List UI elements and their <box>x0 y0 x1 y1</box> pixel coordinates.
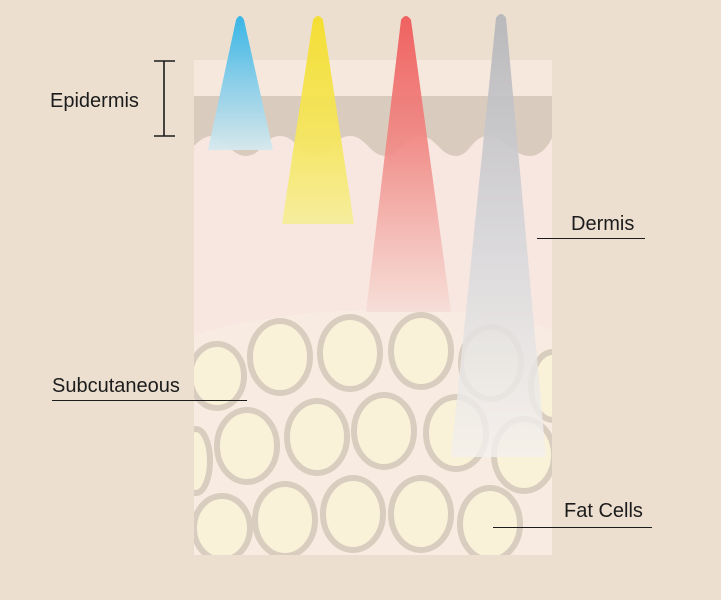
fat-cell <box>317 314 383 392</box>
blue-light-beam <box>208 16 273 150</box>
fat-cells-label: Fat Cells <box>564 500 643 522</box>
fat-cell <box>320 475 386 553</box>
subcutaneous-leader-line <box>52 400 247 401</box>
fat-cell <box>252 481 318 555</box>
gray-light-beam <box>451 14 546 457</box>
epidermis-label: Epidermis <box>50 90 139 112</box>
fat-cells-leader-line <box>493 527 652 528</box>
fat-cell <box>284 398 350 476</box>
epidermis-bracket <box>154 60 175 137</box>
fat-cell <box>388 475 454 553</box>
fat-cell <box>194 493 253 555</box>
yellow-light-beam <box>282 16 354 224</box>
fat-cell <box>194 426 213 496</box>
subcutaneous-label: Subcutaneous <box>52 375 180 397</box>
fat-cell <box>388 312 454 390</box>
red-light-beam <box>366 16 451 312</box>
dermis-leader-line <box>537 238 645 239</box>
fat-cell <box>457 485 523 555</box>
dermis-label: Dermis <box>571 213 635 235</box>
epidermis-layer <box>194 96 552 156</box>
fat-cell <box>351 392 417 470</box>
fat-cell <box>247 318 313 396</box>
fat-cell <box>194 341 247 411</box>
fat-cell <box>214 407 280 485</box>
